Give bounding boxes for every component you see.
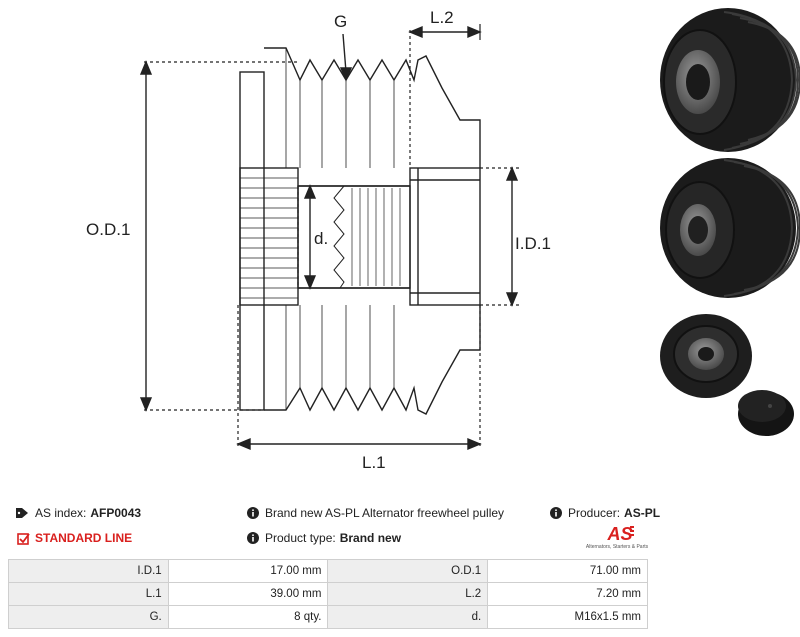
pulley-photo-front — [660, 8, 800, 152]
id1-label: I.D.1 — [515, 234, 551, 253]
standard-line: STANDARD LINE — [16, 531, 132, 545]
as-index-value: AFP0043 — [90, 506, 142, 520]
spec-value: 17.00 mm — [167, 559, 329, 583]
producer: Producer: AS-PL — [549, 506, 660, 520]
spec-key: O.D.1 — [327, 559, 489, 583]
product-photos — [652, 0, 800, 448]
spec-key: d. — [327, 605, 489, 629]
description-text: Brand new AS-PL Alternator freewheel pul… — [265, 506, 505, 520]
pulley-photos — [660, 8, 800, 436]
product-info: AS index: AFP0043 STANDARD LINE Brand ne… — [0, 500, 800, 558]
brand-logo: AS — [584, 522, 650, 554]
product-type-value: Brand new — [339, 531, 402, 545]
pulley-cross-section — [139, 24, 520, 451]
table-row: G. 8 qty. d. M16x1.5 mm — [8, 605, 648, 629]
pulley-photo-side — [660, 158, 800, 298]
standard-line-label: STANDARD LINE — [35, 531, 133, 545]
producer-value: AS-PL — [624, 506, 661, 520]
spec-value: 7.20 mm — [487, 582, 648, 606]
info-icon — [246, 506, 260, 520]
d-label: d. — [314, 229, 329, 248]
brand-logo-text: AS — [606, 524, 632, 544]
l1-label: L.1 — [362, 453, 386, 472]
spec-value: 71.00 mm — [487, 559, 648, 583]
od1-label: O.D.1 — [86, 220, 131, 239]
description: Brand new AS-PL Alternator freewheel pul… — [246, 506, 504, 520]
product-type: Product type: Brand new — [246, 531, 401, 545]
spec-value: 39.00 mm — [167, 582, 329, 606]
producer-label: Producer: — [568, 506, 621, 520]
spec-value: 8 qty. — [167, 605, 329, 629]
pulley-photo-back — [660, 314, 794, 436]
spec-key: G. — [8, 605, 169, 629]
g-label: G — [334, 12, 348, 31]
l2-label: L.2 — [430, 8, 454, 27]
checkbox-icon — [16, 531, 30, 545]
brand-tagline: Alternators, Starters & Parts — [585, 544, 649, 550]
info-icon — [246, 531, 260, 545]
tag-icon — [16, 506, 30, 520]
as-index-label: AS index: — [35, 506, 87, 520]
spec-key: L.1 — [8, 582, 169, 606]
product-type-label: Product type: — [265, 531, 336, 545]
technical-drawing: O.D.1 I.D.1 L.1 L.2 G d. — [86, 8, 551, 472]
spec-table: I.D.1 17.00 mm O.D.1 71.00 mm L.1 39.00 … — [8, 559, 648, 629]
spec-key: L.2 — [327, 582, 489, 606]
as-index: AS index: AFP0043 — [16, 506, 141, 520]
spec-value: M16x1.5 mm — [487, 605, 648, 629]
table-row: I.D.1 17.00 mm O.D.1 71.00 mm — [8, 559, 648, 583]
table-row: L.1 39.00 mm L.2 7.20 mm — [8, 582, 648, 606]
info-icon — [549, 506, 563, 520]
spec-key: I.D.1 — [8, 559, 169, 583]
